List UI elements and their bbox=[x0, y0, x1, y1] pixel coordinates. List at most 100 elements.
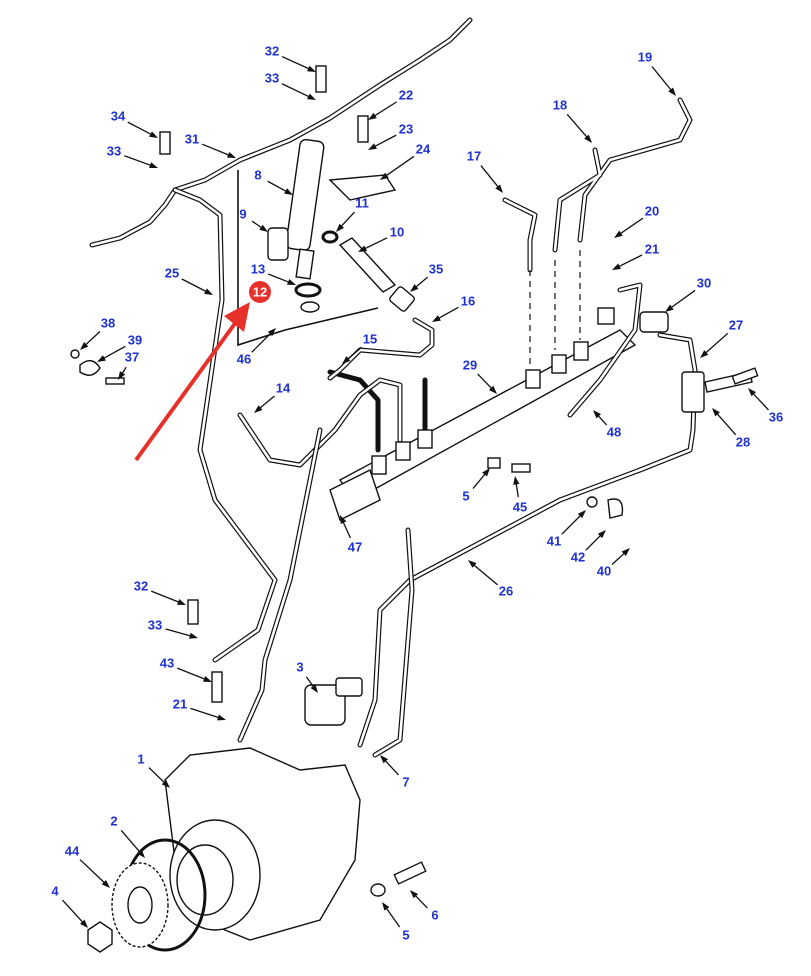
leader-arrowhead bbox=[336, 223, 345, 232]
callout-34[interactable]: 34 bbox=[111, 108, 126, 123]
leader-line bbox=[472, 472, 487, 489]
callout-14[interactable]: 14 bbox=[276, 380, 291, 395]
leader-line bbox=[751, 391, 769, 411]
connector-tube bbox=[338, 237, 415, 312]
leader-arrowhead bbox=[149, 131, 158, 138]
injector bbox=[267, 138, 339, 313]
leader-line bbox=[201, 143, 231, 157]
leader-line bbox=[618, 217, 644, 236]
callout-43[interactable]: 43 bbox=[160, 655, 174, 670]
callout-40[interactable]: 40 bbox=[597, 563, 611, 578]
leader-arrowhead bbox=[340, 515, 347, 524]
leader-line bbox=[477, 373, 494, 391]
callout-35[interactable]: 35 bbox=[429, 261, 443, 276]
leader-line bbox=[258, 395, 275, 410]
callout-5[interactable]: 5 bbox=[462, 488, 469, 503]
highlight-marker-label: 12 bbox=[253, 284, 267, 299]
callout-22[interactable]: 22 bbox=[399, 87, 413, 102]
callout-33[interactable]: 33 bbox=[148, 617, 162, 632]
callout-45[interactable]: 45 bbox=[513, 499, 527, 514]
leader-line bbox=[384, 906, 401, 928]
callout-13[interactable]: 13 bbox=[251, 261, 265, 276]
callout-20[interactable]: 20 bbox=[645, 203, 659, 218]
callout-4[interactable]: 4 bbox=[51, 883, 59, 898]
leader-arrowhead bbox=[189, 632, 198, 639]
leader-line bbox=[436, 306, 459, 320]
callout-33[interactable]: 33 bbox=[265, 70, 279, 85]
callout-24[interactable]: 24 bbox=[416, 141, 431, 156]
highlight-arrow bbox=[134, 302, 250, 462]
callout-16[interactable]: 16 bbox=[461, 293, 475, 308]
leader-arrowhead bbox=[577, 510, 586, 519]
leader-line bbox=[363, 237, 388, 250]
callout-32[interactable]: 32 bbox=[134, 578, 148, 593]
callout-3[interactable]: 3 bbox=[296, 659, 303, 674]
callout-37[interactable]: 37 bbox=[125, 349, 139, 364]
leader-arrowhead bbox=[432, 315, 441, 322]
leader-arrowhead bbox=[80, 919, 88, 928]
callout-46[interactable]: 46 bbox=[237, 351, 251, 366]
callout-31[interactable]: 31 bbox=[185, 131, 199, 146]
leader-arrowhead bbox=[259, 224, 268, 232]
leader-line bbox=[127, 121, 153, 136]
injector-pipes bbox=[237, 97, 693, 468]
callout-30[interactable]: 30 bbox=[697, 275, 711, 290]
callout-25[interactable]: 25 bbox=[165, 265, 179, 280]
callout-27[interactable]: 27 bbox=[729, 317, 743, 332]
callout-10[interactable]: 10 bbox=[390, 224, 404, 239]
callout-33[interactable]: 33 bbox=[107, 143, 121, 158]
callout-36[interactable]: 36 bbox=[769, 409, 783, 424]
callout-9[interactable]: 9 bbox=[239, 206, 246, 221]
leader-arrowhead bbox=[584, 134, 592, 143]
callout-29[interactable]: 29 bbox=[463, 357, 477, 372]
leader-arrowhead bbox=[217, 714, 226, 721]
callout-39[interactable]: 39 bbox=[128, 332, 142, 347]
leader-arrowhead bbox=[368, 112, 377, 120]
callout-23[interactable]: 23 bbox=[399, 121, 413, 136]
callout-5[interactable]: 5 bbox=[402, 927, 409, 942]
leader-arrowhead bbox=[101, 879, 110, 888]
leader-arrowhead bbox=[614, 230, 623, 238]
callout-44[interactable]: 44 bbox=[65, 843, 80, 858]
callout-21[interactable]: 21 bbox=[645, 241, 659, 256]
callout-48[interactable]: 48 bbox=[607, 424, 621, 439]
leader-arrowhead bbox=[137, 849, 145, 858]
callout-2[interactable]: 2 bbox=[110, 813, 117, 828]
leader-line bbox=[176, 667, 207, 681]
callout-18[interactable]: 18 bbox=[553, 97, 567, 112]
callout-32[interactable]: 32 bbox=[265, 43, 279, 58]
leader-line bbox=[124, 155, 153, 167]
highlight-marker[interactable]: 12 bbox=[249, 281, 271, 303]
callout-21[interactable]: 21 bbox=[173, 696, 187, 711]
leader-line bbox=[413, 893, 428, 909]
leader-line bbox=[165, 628, 193, 638]
callout-38[interactable]: 38 bbox=[101, 315, 115, 330]
callout-26[interactable]: 26 bbox=[499, 583, 513, 598]
injector-group-outline bbox=[237, 170, 379, 347]
leader-lines bbox=[61, 55, 769, 928]
callout-42[interactable]: 42 bbox=[571, 549, 585, 564]
callout-7[interactable]: 7 bbox=[402, 774, 409, 789]
callout-8[interactable]: 8 bbox=[254, 167, 261, 182]
callout-47[interactable]: 47 bbox=[348, 539, 362, 554]
leader-arrowhead bbox=[284, 188, 293, 195]
clamp-and-bolt bbox=[159, 65, 397, 201]
callout-1[interactable]: 1 bbox=[137, 751, 144, 766]
leader-arrowhead bbox=[621, 548, 630, 557]
leader-arrowhead bbox=[382, 902, 390, 911]
leader-arrowhead bbox=[177, 598, 186, 605]
leader-line bbox=[715, 412, 737, 436]
callout-6[interactable]: 6 bbox=[431, 907, 438, 922]
callout-15[interactable]: 15 bbox=[363, 331, 377, 346]
leader-line bbox=[341, 520, 352, 539]
leader-arrowhead bbox=[597, 530, 606, 539]
leader-line bbox=[83, 331, 101, 347]
callout-11[interactable]: 11 bbox=[355, 195, 369, 210]
callout-17[interactable]: 17 bbox=[467, 148, 481, 163]
callout-28[interactable]: 28 bbox=[736, 434, 750, 449]
callout-19[interactable]: 19 bbox=[638, 49, 652, 64]
leader-line bbox=[251, 331, 273, 353]
callout-41[interactable]: 41 bbox=[547, 533, 561, 548]
leader-line bbox=[617, 254, 643, 268]
